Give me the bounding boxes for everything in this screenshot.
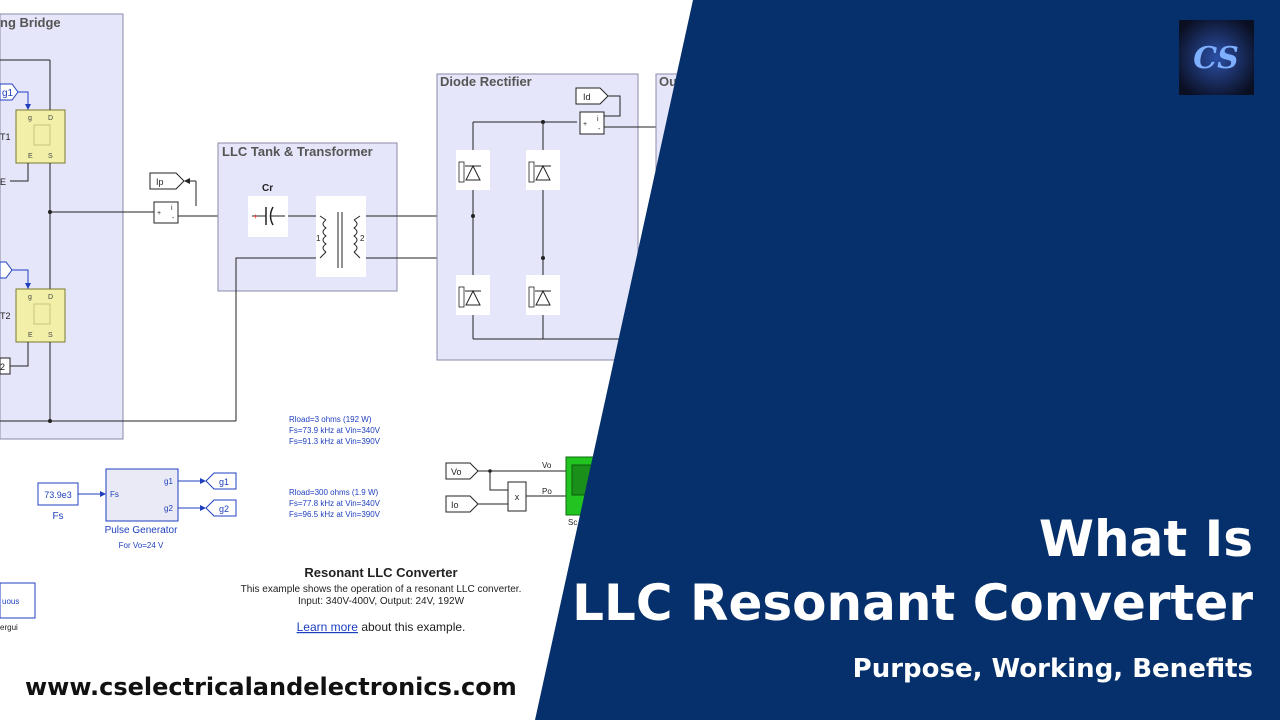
ip-goto-tag[interactable]: Ip	[149, 172, 185, 190]
fs-constant-block[interactable]: 73.9e3	[37, 482, 79, 506]
transformer[interactable]: 1 2	[316, 196, 366, 277]
learn-more-link[interactable]: Learn more	[297, 620, 359, 634]
vo-from-tag[interactable]: Vo	[445, 462, 479, 480]
svg-text:g: g	[28, 115, 32, 122]
svg-text:-: -	[172, 215, 175, 222]
headline-line2: LLC Resonant Converter	[572, 574, 1253, 632]
rload-300-note: Rload=300 ohms (1.9 W) Fs=77.8 kHz at Vi…	[289, 488, 381, 519]
g1-goto-tag[interactable]: g1	[205, 472, 237, 490]
svg-text:Fs=91.3 kHz at Vin=390V: Fs=91.3 kHz at Vin=390V	[289, 437, 381, 446]
svg-text:1: 1	[316, 234, 321, 243]
headline-line1: What Is	[1039, 510, 1253, 568]
scope-label: Sc	[568, 518, 577, 527]
t1-label: T1	[0, 132, 11, 142]
io-from-tag[interactable]: Io	[445, 495, 479, 513]
rectifier-subsystem[interactable]: Diode Rectifier	[436, 73, 680, 361]
fs-label: Fs	[52, 511, 63, 522]
diode-d1[interactable]	[456, 150, 490, 190]
svg-text:x: x	[515, 492, 520, 502]
svg-text:g1: g1	[164, 477, 173, 486]
svg-text:CS: CS	[1193, 41, 1239, 76]
llc-tank-subsystem[interactable]: LLC Tank & Transformer Cr +	[217, 142, 398, 292]
cr-label: Cr	[262, 183, 273, 194]
vo-signal-label: Vo	[542, 461, 552, 470]
svg-text:S: S	[48, 332, 53, 339]
svg-text:g2: g2	[219, 504, 229, 514]
powergui-label: ergui	[0, 623, 18, 632]
g2-goto-tag[interactable]: g2	[205, 499, 237, 517]
g2-from-tag[interactable]	[0, 261, 13, 279]
svg-text:-: -	[598, 126, 601, 133]
po-signal-label: Po	[542, 487, 552, 496]
svg-text:73.9e3: 73.9e3	[44, 490, 72, 500]
diode-d3[interactable]	[456, 275, 490, 315]
website-url: www.cselectricalandelectronics.com	[25, 673, 517, 701]
t2-label: T2	[0, 311, 11, 321]
learn-more-line: Learn more about this example.	[297, 620, 466, 634]
svg-text:i: i	[171, 205, 173, 212]
diode-d2[interactable]	[526, 150, 560, 190]
igbt-t1[interactable]: g D E S	[15, 109, 66, 164]
two-goto-tag[interactable]: 2	[0, 357, 11, 375]
svg-text:Rload=3 ohms (192 W): Rload=3 ohms (192 W)	[289, 415, 372, 424]
e-tag: E	[0, 177, 6, 187]
svg-text:uous: uous	[2, 597, 19, 606]
id-goto-tag[interactable]: Id	[575, 87, 609, 105]
svg-text:+: +	[157, 210, 161, 217]
powergui-block[interactable]: uous	[0, 582, 36, 619]
example-description: This example shows the operation of a re…	[241, 584, 522, 595]
svg-text:2: 2	[360, 234, 365, 243]
svg-text:g1: g1	[219, 477, 229, 487]
svg-text:Rload=300 ohms (1.9 W): Rload=300 ohms (1.9 W)	[289, 488, 378, 497]
headline-subtitle: Purpose, Working, Benefits	[853, 654, 1253, 684]
bridge-subsystem[interactable]: ng Bridge g1 g D E S T1 E	[0, 13, 236, 440]
svg-text:i: i	[597, 116, 599, 123]
pulse-generator-label: Pulse Generator	[105, 525, 178, 536]
svg-text:g1: g1	[2, 88, 14, 99]
svg-text:E: E	[28, 332, 33, 339]
navy-panel	[535, 0, 1280, 720]
vo-note: For Vo=24 V	[119, 541, 164, 550]
diode-d4[interactable]	[526, 275, 560, 315]
svg-text:E: E	[28, 153, 33, 160]
cs-logo: CS	[1179, 20, 1254, 95]
capacitor-cr[interactable]: +	[248, 196, 288, 237]
svg-text:+: +	[583, 121, 587, 128]
svg-text:S: S	[48, 153, 53, 160]
multiply-block[interactable]: x	[507, 481, 527, 512]
svg-text:g: g	[28, 294, 32, 301]
id-current-meter[interactable]: + i -	[579, 111, 605, 135]
svg-text:+: +	[253, 212, 258, 221]
svg-text:Io: Io	[451, 500, 459, 510]
svg-text:Ip: Ip	[156, 177, 164, 187]
svg-text:Vo: Vo	[451, 467, 462, 477]
svg-text:Fs=96.5 kHz at Vin=390V: Fs=96.5 kHz at Vin=390V	[289, 510, 381, 519]
svg-text:Fs=73.9 kHz at Vin=340V: Fs=73.9 kHz at Vin=340V	[289, 426, 381, 435]
g1-from-tag[interactable]: g1	[0, 83, 19, 101]
svg-text:2: 2	[0, 362, 5, 372]
rload-3-note: Rload=3 ohms (192 W) Fs=73.9 kHz at Vin=…	[289, 415, 381, 446]
bridge-title: ng Bridge	[0, 15, 61, 30]
svg-text:Id: Id	[583, 92, 591, 102]
ip-current-meter[interactable]: + i -	[153, 201, 179, 224]
svg-text:Fs: Fs	[110, 490, 119, 499]
svg-text:D: D	[48, 294, 53, 301]
rectifier-title: Diode Rectifier	[440, 74, 532, 89]
example-title: Resonant LLC Converter	[304, 565, 457, 580]
output-title: Ou	[659, 74, 677, 89]
pulse-generator-block[interactable]: Fs g1 g2	[105, 468, 179, 522]
example-spec: Input: 340V-400V, Output: 24V, 192W	[298, 596, 465, 607]
svg-text:g2: g2	[164, 504, 173, 513]
llc-title: LLC Tank & Transformer	[222, 144, 373, 159]
igbt-t2[interactable]: g D E S	[15, 288, 66, 343]
svg-text:D: D	[48, 115, 53, 122]
svg-text:Fs=77.8 kHz at Vin=340V: Fs=77.8 kHz at Vin=340V	[289, 499, 381, 508]
